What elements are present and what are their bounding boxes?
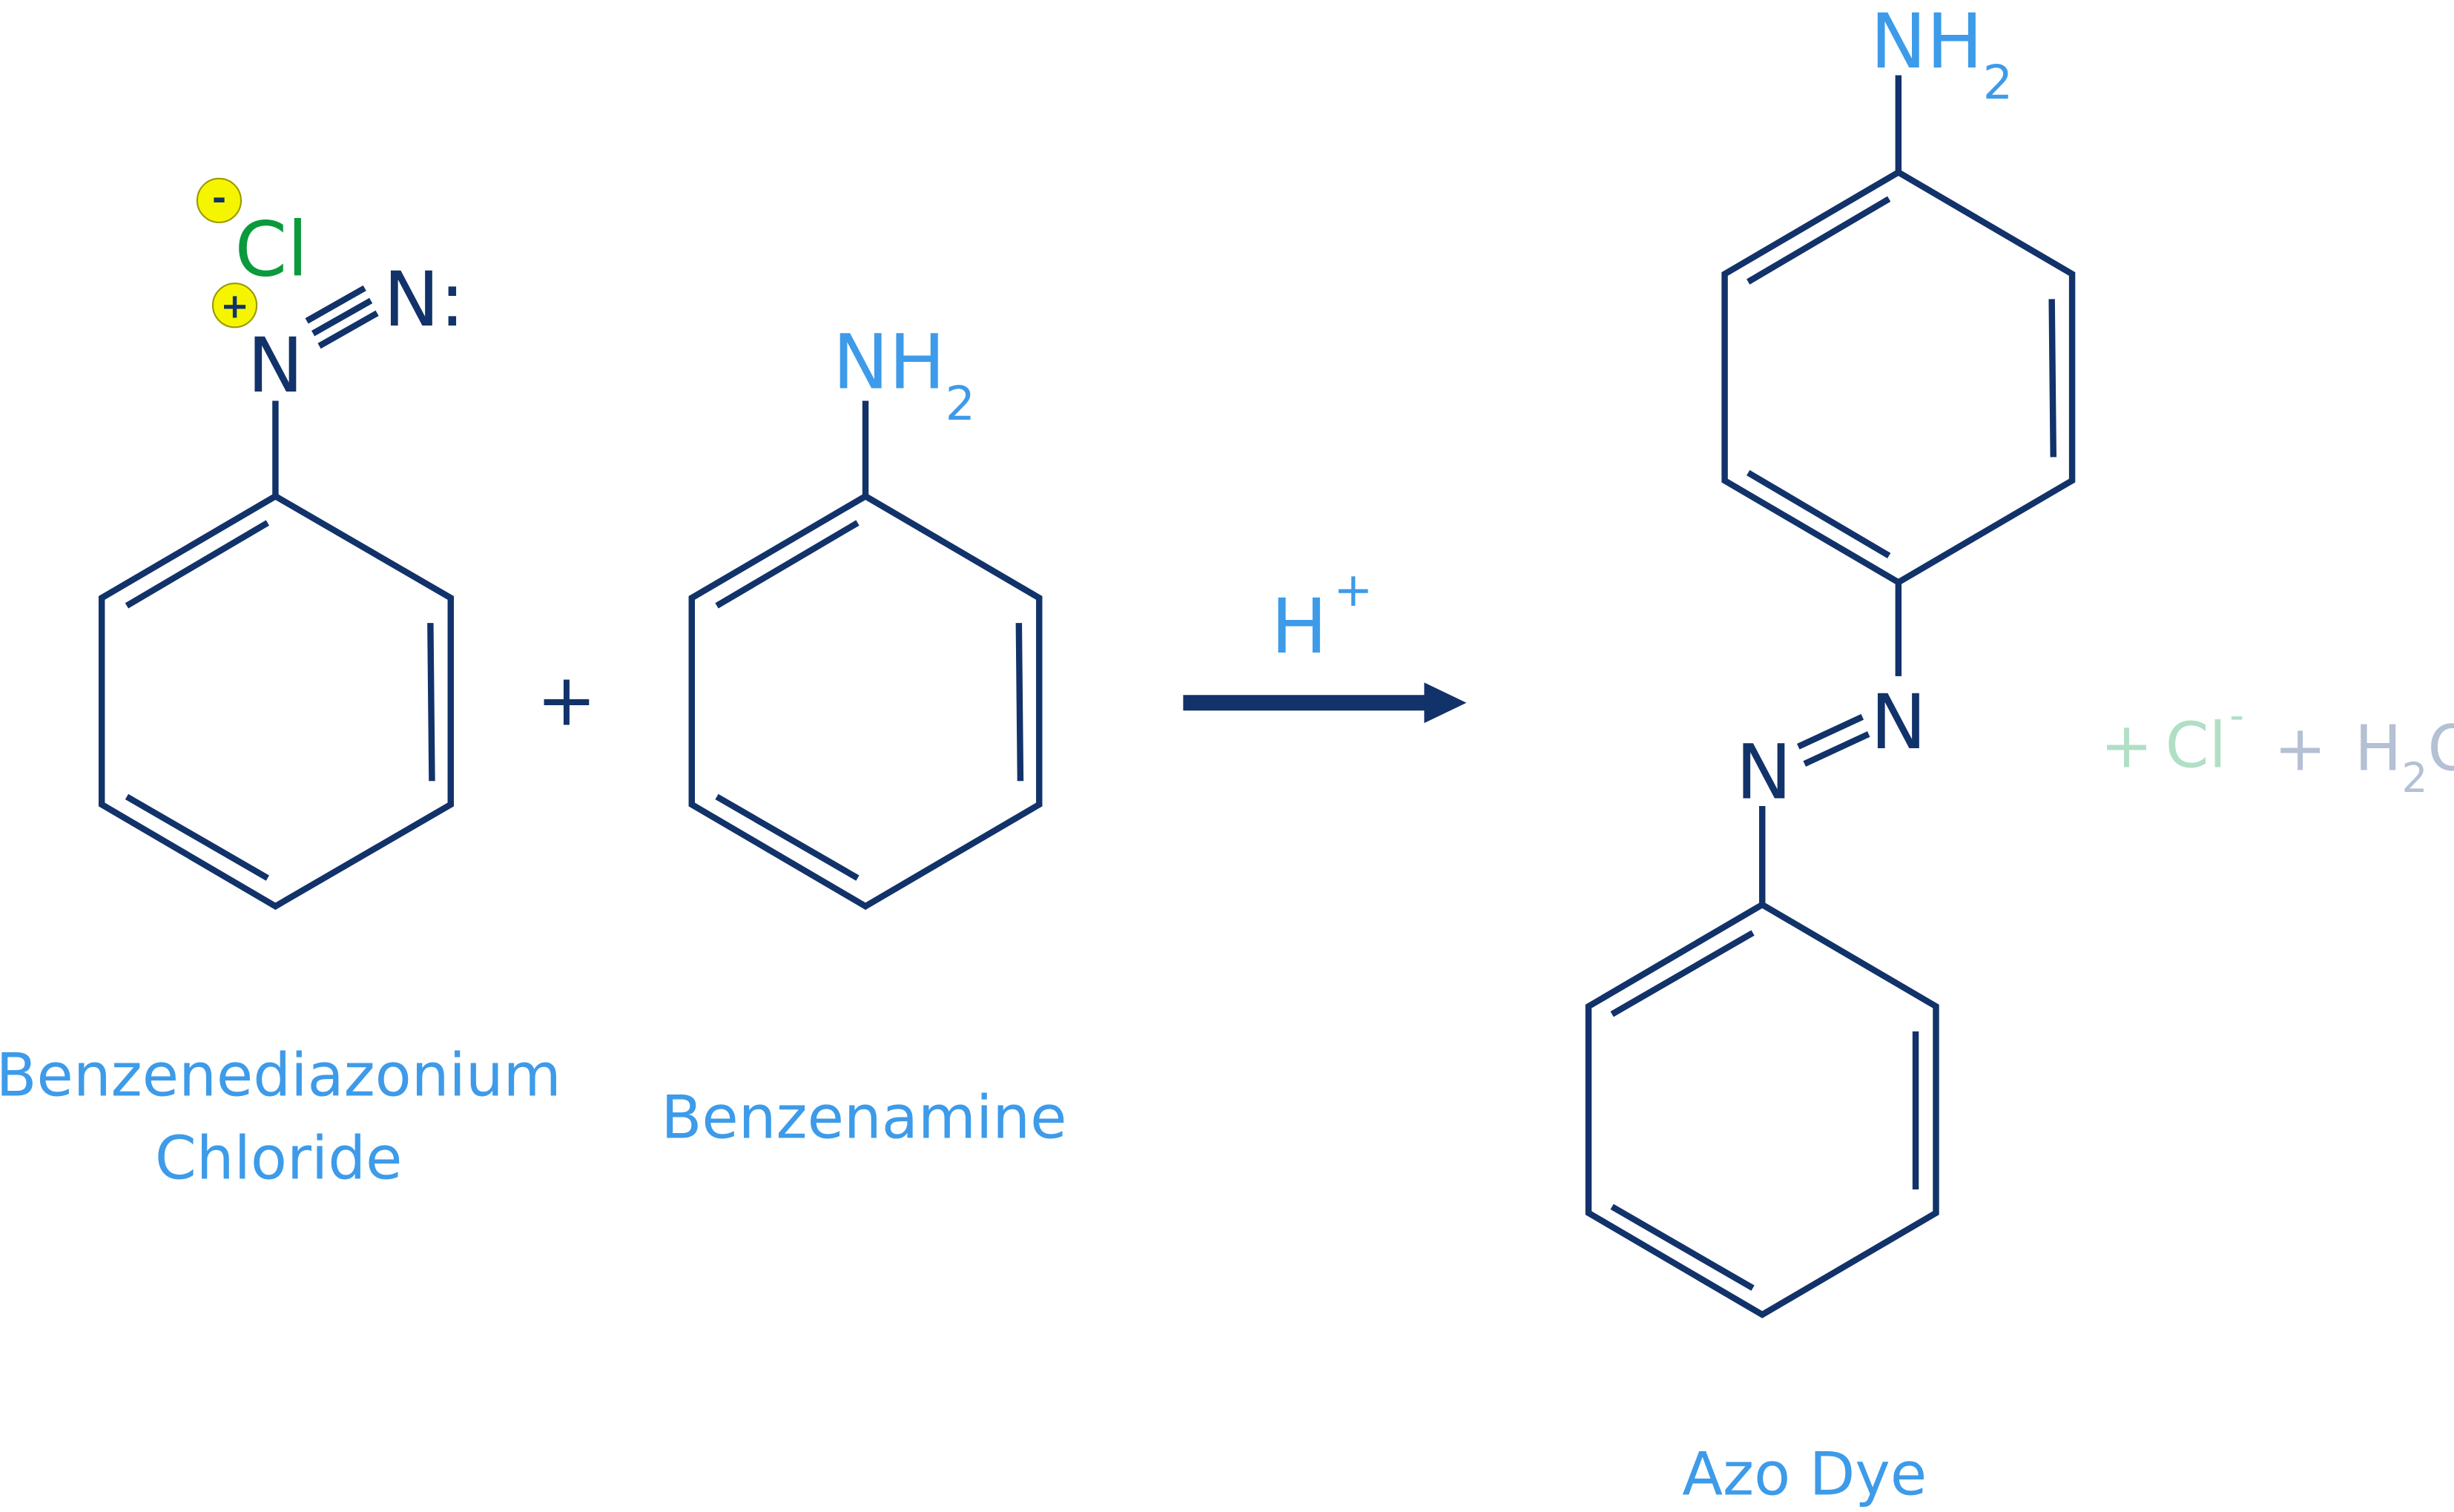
triple-bond bbox=[317, 310, 379, 349]
positive-charge-label: + bbox=[220, 286, 249, 326]
azo-dye: NH2 N N Azo Dye bbox=[1585, 0, 2076, 1509]
benzene-ring bbox=[1721, 168, 2076, 587]
double-bond bbox=[715, 793, 860, 881]
azo-double-bond bbox=[1803, 731, 1870, 767]
reactant1-name-line2: Chloride bbox=[155, 1123, 403, 1192]
positive-charge-icon bbox=[211, 283, 258, 329]
product-name: Azo Dye bbox=[1682, 1440, 1927, 1509]
plus-sign: + bbox=[536, 658, 596, 742]
benzenamine: NH2 Benzenamine bbox=[661, 319, 1066, 1152]
triple-bond bbox=[305, 285, 366, 324]
nitrogen-atom: N: bbox=[383, 256, 465, 343]
amine-group: NH2 bbox=[1870, 0, 2013, 110]
negative-charge-icon bbox=[196, 177, 243, 223]
reactant1-name-line1: Benzenediazonium bbox=[0, 1040, 561, 1109]
double-bond bbox=[715, 520, 860, 609]
chlorine-atom: Cl bbox=[235, 206, 309, 294]
reaction-arrow: H+ bbox=[1183, 562, 1467, 724]
benzenediazonium-chloride: N N: Cl - + Benzenediazonium Chloride bbox=[0, 177, 561, 1192]
water-byproduct: +H2O bbox=[2274, 712, 2454, 802]
nitrogen-atom: N bbox=[1870, 679, 1927, 766]
double-bond bbox=[2048, 299, 2056, 458]
benzene-ring bbox=[98, 492, 454, 910]
arrow-head-icon bbox=[1424, 682, 1467, 724]
double-bond bbox=[427, 623, 435, 782]
negative-charge-label: - bbox=[212, 178, 226, 218]
nitrogen-atom: N bbox=[1735, 728, 1792, 816]
azo-double-bond bbox=[1796, 713, 1864, 750]
triple-bond bbox=[311, 297, 373, 337]
double-bond bbox=[1747, 196, 1891, 285]
double-bond bbox=[125, 793, 269, 881]
double-bond bbox=[1610, 930, 1755, 1017]
chloride-byproduct: +Cl- bbox=[2100, 692, 2244, 782]
double-bond bbox=[1747, 469, 1891, 559]
amine-group: NH2 bbox=[833, 319, 975, 431]
reactant2-name: Benzenamine bbox=[661, 1083, 1066, 1152]
benzene-ring bbox=[688, 492, 1043, 910]
double-bond bbox=[1015, 623, 1024, 782]
benzene-ring bbox=[1585, 901, 1939, 1318]
double-bond bbox=[125, 520, 270, 609]
double-bond bbox=[1610, 1204, 1755, 1291]
nitrogen-atom: N bbox=[248, 322, 304, 409]
byproducts: +Cl- +H2O bbox=[2100, 692, 2454, 802]
catalyst-label: H+ bbox=[1271, 562, 1373, 670]
